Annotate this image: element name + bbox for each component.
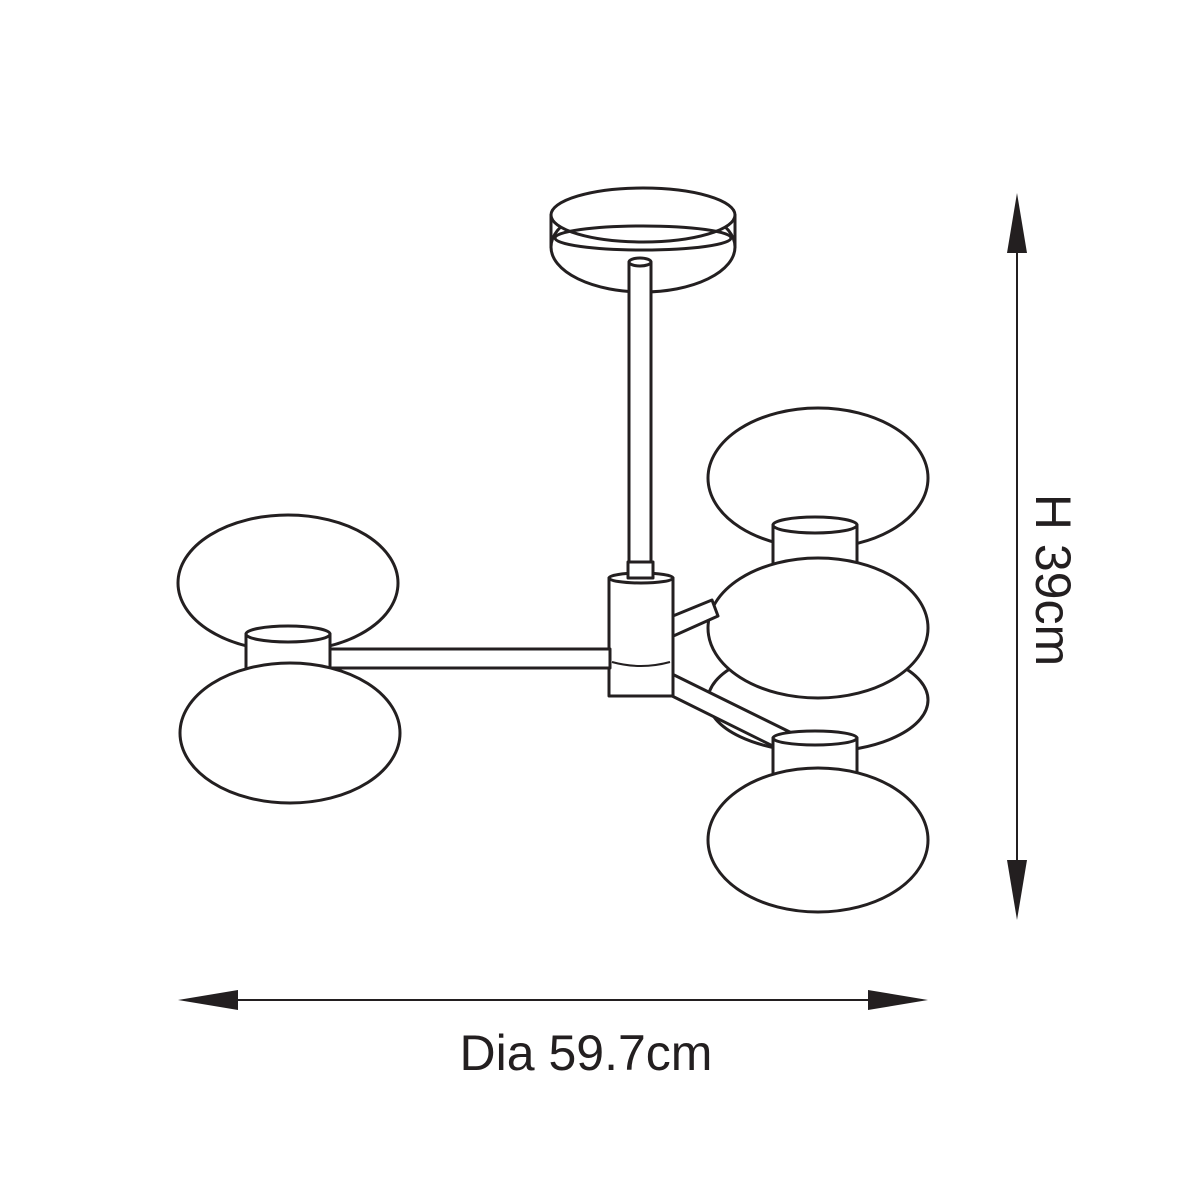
arrow-left-icon	[178, 990, 238, 1010]
drop-rod	[627, 256, 653, 574]
diameter-dimension	[178, 990, 928, 1010]
lamp-shade-bottom-back-right	[706, 556, 930, 700]
central-hub	[607, 560, 675, 698]
arrow-right-icon	[868, 990, 928, 1010]
lamp-shade-bottom-left	[178, 661, 402, 805]
arm-left	[324, 647, 612, 670]
height-label: H 39cm	[1025, 494, 1081, 666]
arrow-up-icon	[1007, 193, 1027, 253]
height-dimension	[1007, 193, 1027, 920]
lamp-back-right	[706, 406, 930, 575]
lamp-front-right	[706, 729, 930, 914]
lamp-shade-bottom-front-right	[706, 766, 930, 914]
ceiling-plate	[549, 186, 737, 294]
diameter-label: Dia 59.7cm	[460, 1025, 713, 1081]
lamp-left	[176, 513, 402, 805]
arrow-down-icon	[1007, 860, 1027, 920]
